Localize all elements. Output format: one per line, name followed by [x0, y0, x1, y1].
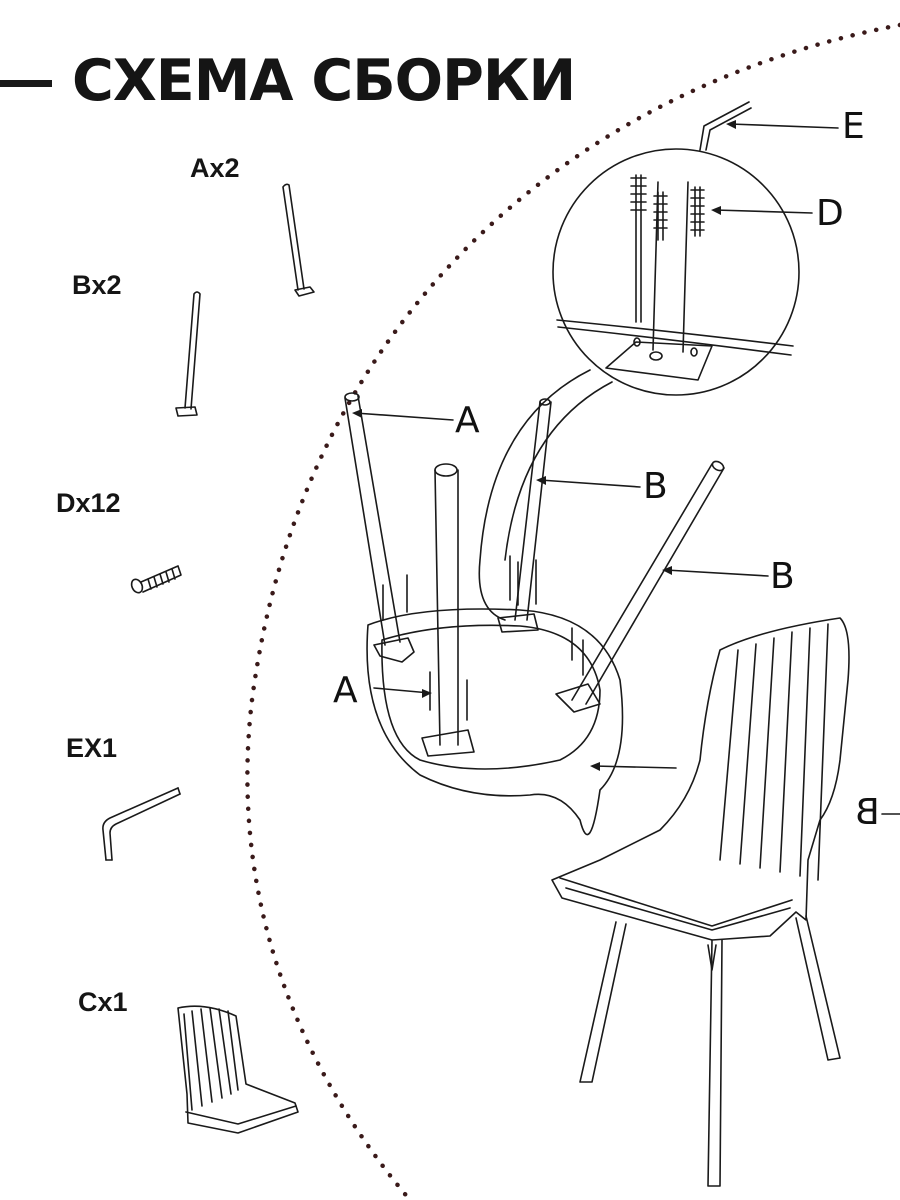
upside-down-chair [344, 392, 725, 836]
callout-e: E [842, 106, 865, 147]
dotted-arc [245, 22, 900, 1200]
detail-magnifier [478, 101, 800, 621]
callout-b-mid: B [643, 466, 668, 507]
leg-a-icon [282, 183, 315, 297]
screw-icon [130, 565, 182, 594]
callout-b-right: B [770, 556, 795, 597]
page-title: СХЕМА СБОРКИ [72, 48, 576, 114]
callout-a-bottom: A [333, 670, 358, 711]
assembled-chair [551, 617, 850, 1187]
part-label-e: EX1 [66, 733, 118, 763]
callout-d: D [816, 193, 844, 234]
hex-key-icon [102, 787, 181, 861]
part-label-b: Bx2 [72, 270, 122, 300]
leg-b-icon [175, 291, 201, 417]
callout-b-mirrored: B [855, 792, 880, 833]
callout-a-top: A [455, 400, 480, 441]
part-label-a: Ax2 [190, 153, 240, 183]
title-dash [0, 80, 52, 87]
part-label-c: Cx1 [78, 987, 128, 1017]
seat-icon [177, 1005, 299, 1134]
part-label-d: Dx12 [56, 488, 121, 518]
